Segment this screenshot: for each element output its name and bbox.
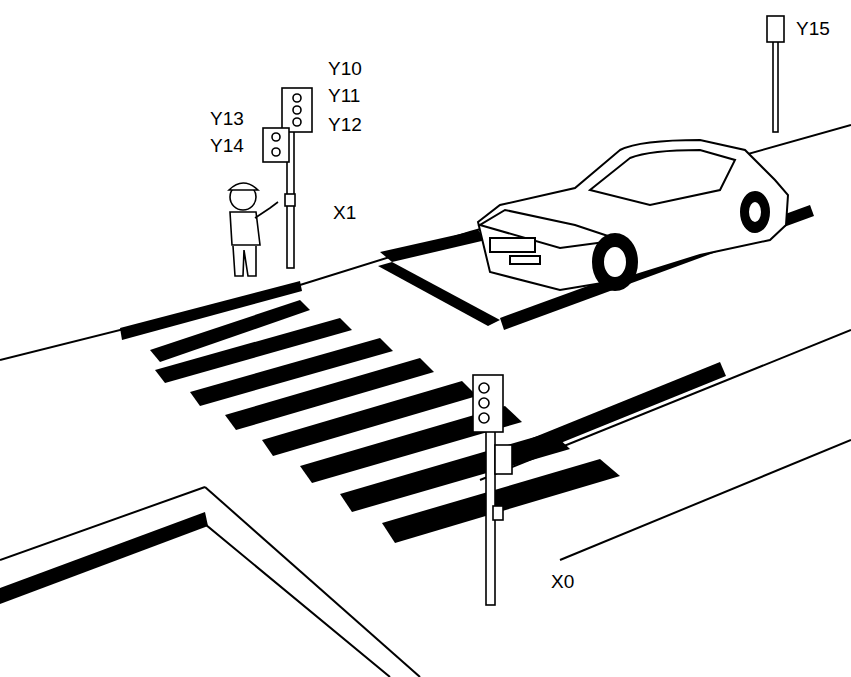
car-wheel [741, 192, 769, 232]
pedestrian-signal-head [495, 445, 512, 474]
stop-line [380, 230, 486, 262]
signal-lamp [293, 94, 301, 102]
signal-label: Y12 [328, 115, 362, 134]
push-button [285, 194, 295, 206]
car [478, 140, 788, 290]
signal-lamp [293, 106, 301, 114]
pedestrian-signal-head [263, 128, 289, 162]
near-traffic-light [263, 88, 312, 268]
signal-lamp [272, 133, 280, 141]
zebra-stripes [150, 300, 620, 543]
push-button [493, 506, 503, 520]
signal-lamp [272, 148, 280, 156]
wheel-hub [603, 246, 627, 278]
signal-head [767, 16, 784, 42]
signal-lamp [479, 398, 489, 408]
signal-label: Y14 [210, 136, 244, 155]
sidewalk-back-edge [0, 520, 390, 677]
curb-stripe [0, 512, 208, 604]
zebra-stripe [225, 358, 434, 430]
licence-plate [510, 256, 540, 264]
signal-label: Y10 [328, 59, 362, 78]
signal-label: X1 [333, 203, 356, 222]
upper-road-edge [0, 125, 851, 360]
stop-line [378, 262, 500, 326]
boy-arm [255, 202, 278, 218]
car-grille [490, 238, 535, 252]
sidewalk-far-edge [560, 440, 851, 560]
car-signal-head [473, 375, 503, 432]
zebra-stripe [155, 318, 352, 383]
signal-label: X0 [551, 572, 574, 591]
far-traffic-light [473, 375, 512, 605]
signal-lamp [479, 383, 489, 393]
car-body [478, 140, 788, 290]
signal-label: Y11 [328, 86, 360, 105]
signal-label: Y15 [796, 19, 830, 38]
curb-marks [0, 205, 814, 604]
car-signal-head [282, 88, 312, 132]
car-wheel [593, 234, 637, 290]
boy-legs [233, 246, 256, 276]
signal-pole [773, 40, 778, 132]
sidewalk-edge [205, 487, 420, 677]
zebra-stripe [262, 381, 477, 456]
signal-lamp [479, 413, 489, 423]
car-windshield [590, 150, 735, 205]
signal-label: Y13 [210, 109, 244, 128]
wheel-hub [748, 201, 762, 223]
signal-lamp [293, 118, 301, 126]
pedestrian-boy [229, 183, 278, 276]
road-edges [0, 125, 851, 677]
boy-cap [229, 183, 258, 190]
distant-signal [767, 16, 784, 132]
